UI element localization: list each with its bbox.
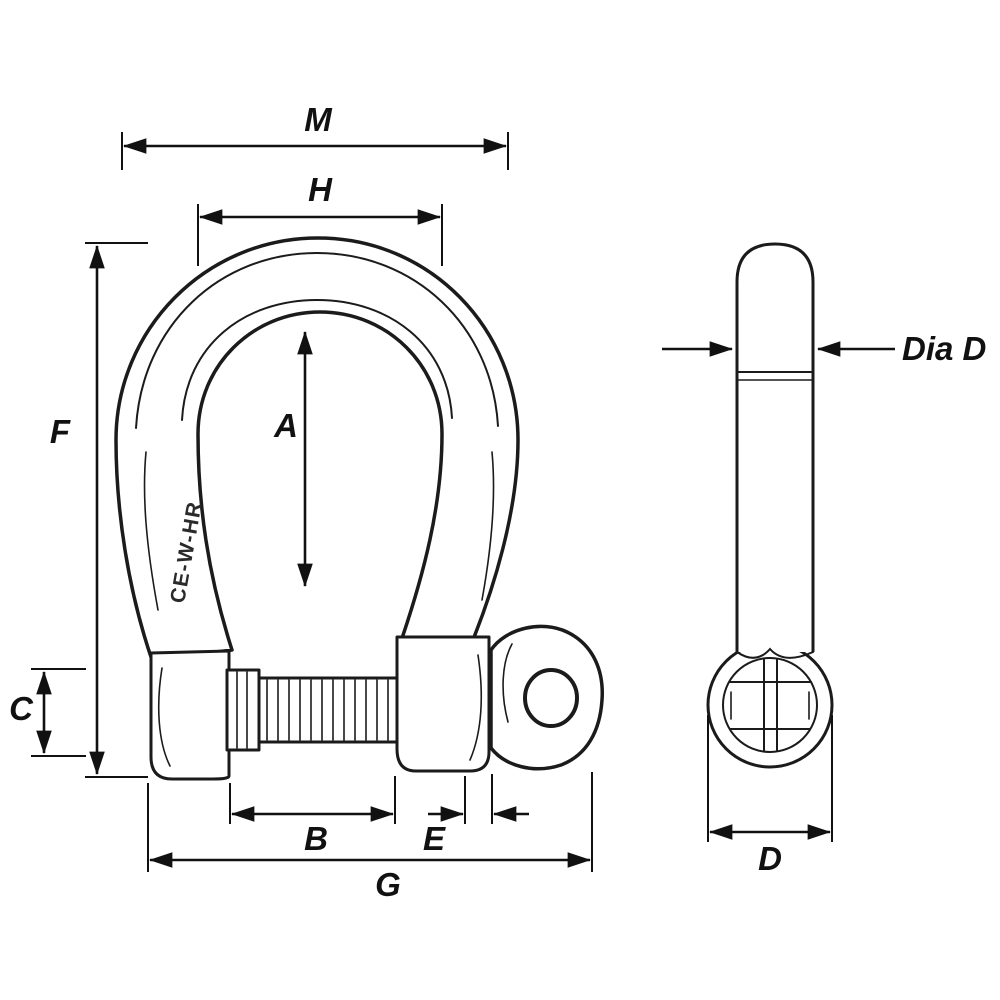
right-ear-shading <box>469 654 483 761</box>
left-ear-shading <box>157 667 171 767</box>
dim-label-a: A <box>273 407 298 444</box>
dim-label-f: F <box>50 413 71 450</box>
pin-eye-shading <box>502 643 513 723</box>
dim-label-h: H <box>308 171 333 208</box>
pin-threaded-shaft <box>257 676 399 744</box>
dim-label-m: M <box>304 101 333 138</box>
shackle-front-view: CE-W-HR <box>114 236 604 781</box>
side-view-outer-circle <box>706 641 834 769</box>
dim-label-g: G <box>375 866 401 903</box>
dim-label-e: E <box>423 820 446 857</box>
pin-thread-lines <box>266 679 389 741</box>
bow-left-highlight <box>143 451 159 611</box>
pin-collar <box>225 668 261 752</box>
dim-label-d: D <box>758 840 782 877</box>
side-view-pin-shaft <box>735 242 815 652</box>
dim-label-b: B <box>304 820 328 857</box>
bow-inner-lip <box>181 298 453 421</box>
dim-label-c: C <box>9 690 34 727</box>
shaft-ear-junction <box>736 647 814 659</box>
side-view-inner-circle <box>722 657 818 753</box>
shackle-bow-outline <box>114 236 520 662</box>
bow-rim-highlight <box>135 251 499 429</box>
shackle-left-ear <box>149 649 231 781</box>
shackle-right-ear <box>395 635 491 773</box>
front-view-dimensions: M H A F C B E G <box>9 101 593 903</box>
bow-right-highlight <box>481 451 495 601</box>
dim-label-dia-d: Dia D <box>902 330 986 367</box>
pin-eye-hole <box>523 668 579 728</box>
pin-side-view: Dia D D <box>662 242 986 877</box>
